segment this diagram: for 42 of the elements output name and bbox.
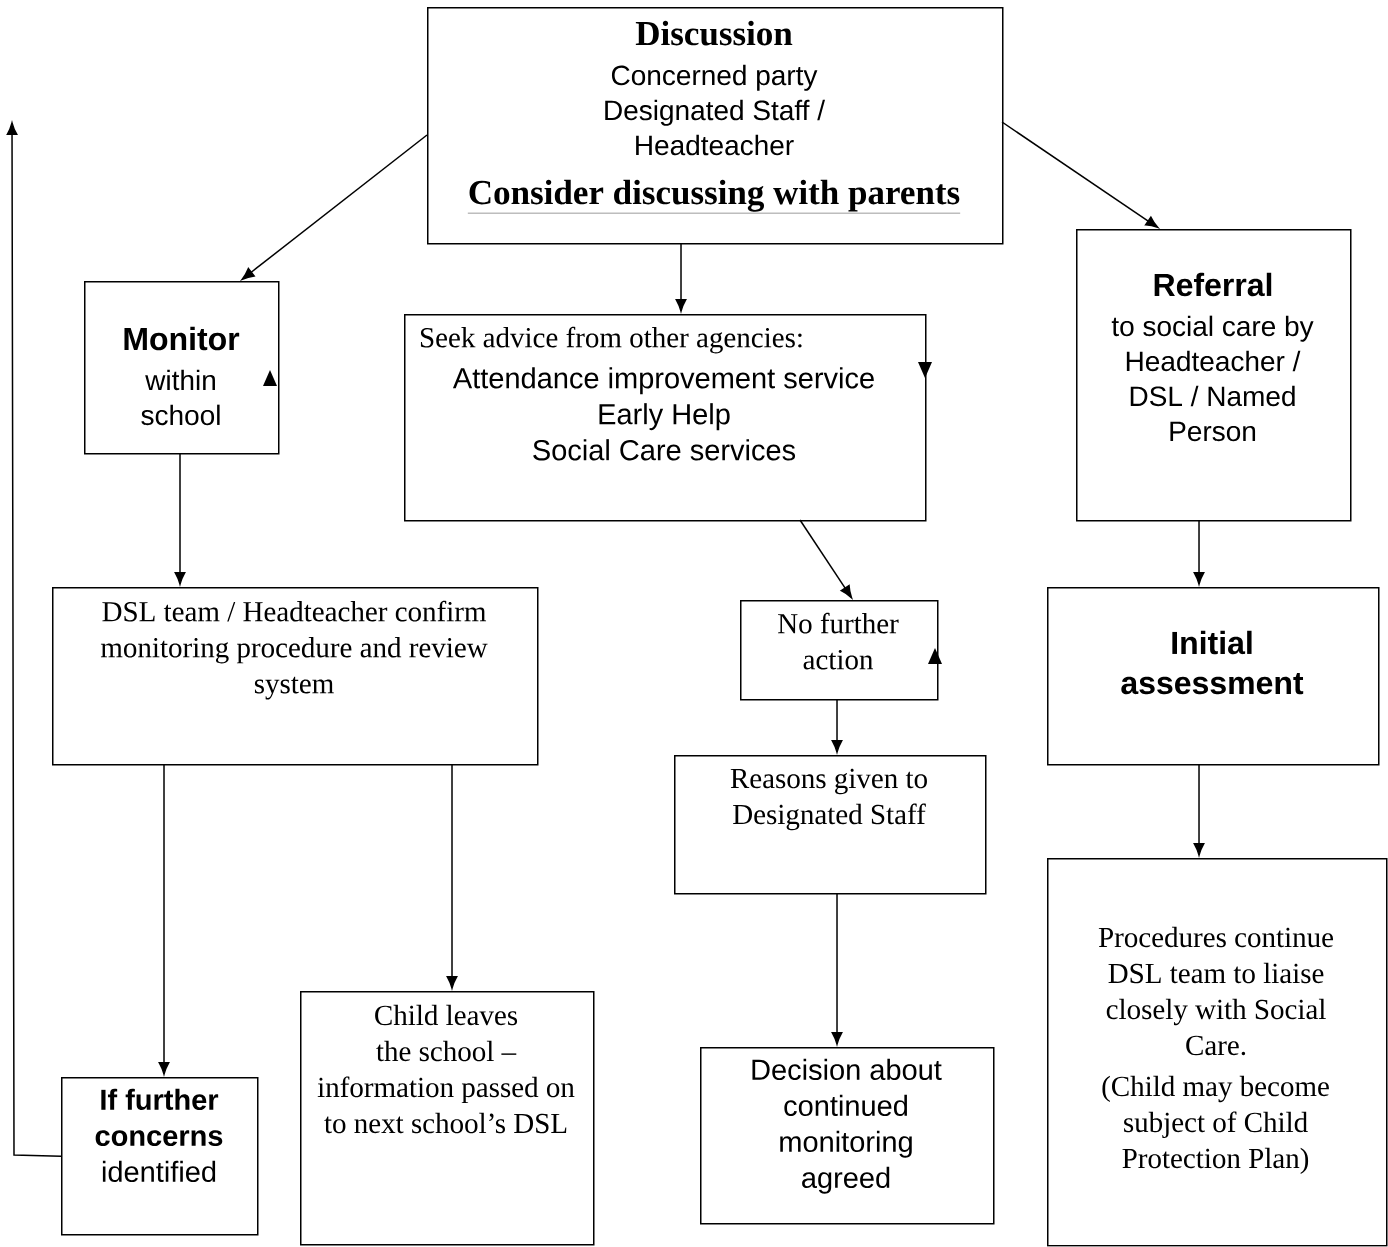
node-label: Reasons given to Designated Staff: [730, 768, 927, 831]
node-label: (Child may become subject of Child Protection Plan): [1102, 1075, 1329, 1175]
node-label: If further concerns identified: [95, 1088, 223, 1183]
arrow: [6, 122, 62, 1157]
process-box: [1076, 229, 1352, 522]
node-label: within school: [141, 369, 220, 426]
node-label: Concerned party Designated Staff / Headteacher: [605, 64, 826, 156]
process-box: [300, 991, 595, 1246]
node-label: Attendance improvement service Early Help Social Care services: [452, 367, 874, 461]
process-box: [84, 281, 280, 455]
process-box: [1047, 858, 1388, 1247]
arrow: [158, 763, 170, 1075]
arrow: [831, 698, 843, 753]
node-label: Consider discussing with parents: [469, 179, 960, 212]
arrow: [1001, 121, 1159, 229]
node-label: Procedures continue DSL team to liaise closely with Social Care.: [1098, 926, 1334, 1056]
process-box: [61, 1077, 259, 1236]
process-box: [427, 7, 1004, 245]
arrow: [446, 763, 458, 989]
node-label: Initial assessment: [1121, 630, 1304, 695]
node-label: Child leaves the school – information passed on to next school’s DSL: [317, 1004, 575, 1134]
node-label: Decision about continued monitoring agreed: [752, 1058, 942, 1194]
node-label: to social care by Headteacher / DSL / Named Person: [1111, 315, 1314, 442]
node-label: Referral: [1154, 272, 1272, 297]
arrow: [799, 519, 853, 599]
node-label: No further action: [778, 612, 899, 670]
process-box: [404, 314, 927, 522]
arrow: [675, 242, 687, 312]
arrow: [241, 134, 428, 280]
node-label: DSL team / Headteacher confirm monitoring procedure and review system: [100, 600, 488, 700]
node-label: Discussion: [635, 20, 793, 46]
process-box: [52, 587, 539, 766]
node-label: Monitor: [124, 326, 240, 351]
arrow: [831, 892, 843, 1045]
arrow: [174, 452, 186, 585]
arrow: [1193, 763, 1205, 856]
process-box: [740, 600, 939, 701]
process-box: [700, 1047, 995, 1225]
process-box: [674, 755, 987, 895]
arrow: [1193, 519, 1205, 585]
node-label: Seek advice from other agencies:: [420, 326, 802, 354]
process-box: [1047, 587, 1380, 766]
